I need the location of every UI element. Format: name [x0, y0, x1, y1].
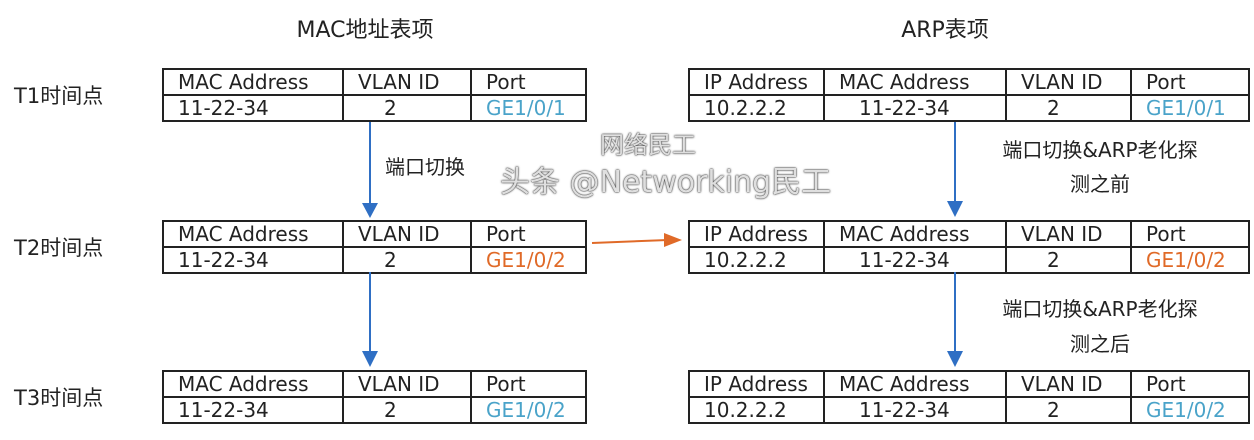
data-cell: 10.2.2.2 — [688, 246, 825, 274]
time-point-t2: T2时间点 — [14, 236, 104, 260]
data-cell: GE1/0/1 — [1130, 94, 1250, 122]
header-cell: VLAN ID — [1005, 370, 1132, 398]
header-cell: IP Address — [688, 68, 825, 96]
data-cell: 2 — [342, 396, 472, 424]
data-cell: 11-22-34 — [823, 94, 1007, 122]
header-cell: Port — [1130, 68, 1250, 96]
data-cell: GE1/0/2 — [1130, 396, 1250, 424]
data-cell: GE1/0/2 — [470, 396, 587, 424]
watermark-line1: 网络民工 — [600, 131, 696, 159]
label-before-line2: 测之前 — [1070, 172, 1130, 196]
time-point-t1: T1时间点 — [14, 84, 104, 108]
header-cell: MAC Address — [823, 370, 1007, 398]
data-cell: GE1/0/2 — [470, 246, 587, 274]
label-before-line1: 端口切换&ARP老化探 — [1002, 138, 1198, 162]
data-cell: 2 — [342, 94, 472, 122]
data-cell: 11-22-34 — [162, 94, 344, 122]
watermark-line2: 头条 @Networking民工 — [500, 165, 832, 200]
data-cell: GE1/0/1 — [470, 94, 587, 122]
data-cell: 11-22-34 — [823, 396, 1007, 424]
label-after-line1: 端口切换&ARP老化探 — [1002, 297, 1198, 321]
arrow-mac-t1-t2 — [362, 122, 378, 218]
header-cell: VLAN ID — [342, 220, 472, 248]
mac-table-title: MAC地址表项 — [296, 18, 434, 43]
data-cell: 11-22-34 — [162, 246, 344, 274]
header-cell: MAC Address — [162, 68, 344, 96]
data-cell: 11-22-34 — [823, 246, 1007, 274]
header-cell: MAC Address — [823, 68, 1007, 96]
label-port-switch: 端口切换 — [385, 155, 465, 179]
header-cell: VLAN ID — [1005, 68, 1132, 96]
header-cell: VLAN ID — [342, 68, 472, 96]
arrow-mac-t2-t3 — [362, 272, 378, 367]
header-cell: IP Address — [688, 370, 825, 398]
header-cell: Port — [1130, 220, 1250, 248]
arp-table-title: ARP表项 — [901, 18, 989, 43]
data-cell: 2 — [1005, 396, 1132, 424]
data-cell: 2 — [342, 246, 472, 274]
data-cell: 2 — [1005, 246, 1132, 274]
header-cell: Port — [470, 370, 587, 398]
data-cell: 11-22-34 — [162, 396, 344, 424]
time-point-t3: T3时间点 — [14, 386, 104, 410]
arrow-arp-t1-t2 — [947, 122, 963, 217]
header-cell: VLAN ID — [342, 370, 472, 398]
header-cell: IP Address — [688, 220, 825, 248]
header-cell: Port — [1130, 370, 1250, 398]
header-cell: Port — [470, 68, 587, 96]
data-cell: 10.2.2.2 — [688, 94, 825, 122]
label-after-line2: 测之后 — [1070, 332, 1130, 356]
header-cell: MAC Address — [162, 220, 344, 248]
arrow-mac-to-arp — [591, 233, 682, 247]
header-cell: VLAN ID — [1005, 220, 1132, 248]
header-cell: MAC Address — [162, 370, 344, 398]
data-cell: GE1/0/2 — [1130, 246, 1250, 274]
header-cell: Port — [470, 220, 587, 248]
header-cell: MAC Address — [823, 220, 1007, 248]
data-cell: 2 — [1005, 94, 1132, 122]
arrow-arp-t2-t3 — [947, 272, 963, 367]
data-cell: 10.2.2.2 — [688, 396, 825, 424]
